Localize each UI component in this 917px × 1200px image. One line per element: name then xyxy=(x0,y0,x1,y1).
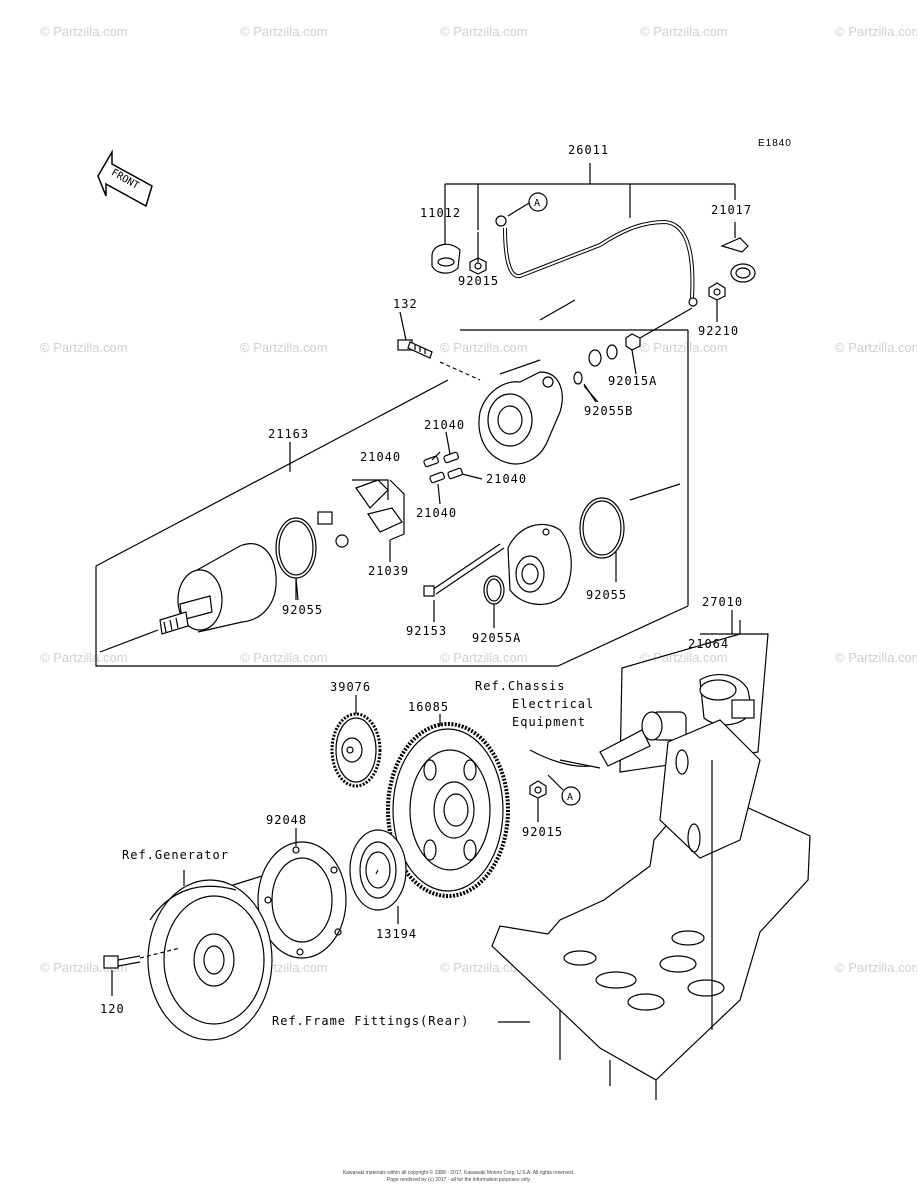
starter-rear-cover xyxy=(478,299,576,465)
relay-group-outline xyxy=(619,620,769,773)
part-label-132[interactable]: 132 xyxy=(393,297,418,311)
part-label-92055-left[interactable]: 92055 xyxy=(282,603,324,617)
ref-chassis-line2: Electrical xyxy=(512,697,595,711)
bolt-132 xyxy=(397,339,481,381)
relay-unit xyxy=(529,711,687,769)
starter-gear-16085 xyxy=(386,714,510,898)
cap-11012 xyxy=(431,243,461,274)
cable-assembly-leaders xyxy=(444,163,736,232)
washer-stack xyxy=(573,307,693,385)
watermark: © Partzilla.com xyxy=(835,960,917,975)
svg-text:A: A xyxy=(567,792,573,803)
part-label-120[interactable]: 120 xyxy=(100,1002,125,1016)
watermark: © Partzilla.com xyxy=(835,650,917,665)
oring-92055-left xyxy=(275,517,317,600)
watermark: © Partzilla.com xyxy=(240,24,328,39)
part-label-21040-c[interactable]: 21040 xyxy=(486,472,528,486)
part-label-21064[interactable]: 21064 xyxy=(688,637,730,651)
part-label-26011[interactable]: 26011 xyxy=(568,143,610,157)
part-label-92055A[interactable]: 92055A xyxy=(472,631,522,645)
watermark: © Partzilla.com xyxy=(40,24,128,39)
ref-generator: Ref.Generator xyxy=(122,848,229,862)
nut-92015-bottom xyxy=(529,780,547,822)
part-label-92055B[interactable]: 92055B xyxy=(584,404,634,418)
part-label-92055-right[interactable]: 92055 xyxy=(586,588,628,602)
part-label-21163[interactable]: 21163 xyxy=(268,427,310,441)
brush-holder-21039 xyxy=(317,479,405,562)
part-label-92048[interactable]: 92048 xyxy=(266,813,308,827)
callout-a-top: A xyxy=(507,192,548,217)
ref-chassis-line1: Ref.Chassis xyxy=(475,679,566,693)
watermark: © Partzilla.com xyxy=(835,340,917,355)
part-label-92153[interactable]: 92153 xyxy=(406,624,448,638)
starter-motor-body xyxy=(99,543,277,653)
watermark: © Partzilla.com xyxy=(440,650,528,665)
relay-21064 xyxy=(699,673,755,726)
part-label-21040-a[interactable]: 21040 xyxy=(424,418,466,432)
starter-motor-group-outline xyxy=(95,329,689,667)
footer-note: Page rendered by (c) 2017 - all for the … xyxy=(386,1177,531,1183)
ref-frame-fittings: Ref.Frame Fittings(Rear) xyxy=(272,1014,470,1028)
watermark: © Partzilla.com xyxy=(640,650,728,665)
part-label-16085[interactable]: 16085 xyxy=(408,700,450,714)
watermark: © Partzilla.com xyxy=(640,24,728,39)
watermark: © Partzilla.com xyxy=(440,24,528,39)
part-label-92015-bottom[interactable]: 92015 xyxy=(522,825,564,839)
part-label-21039[interactable]: 21039 xyxy=(368,564,410,578)
watermark: © Partzilla.com xyxy=(40,650,128,665)
part-label-21017[interactable]: 21017 xyxy=(711,203,753,217)
svg-text:A: A xyxy=(534,198,540,209)
diagram-code: E1840 xyxy=(758,138,792,149)
watermark: © Partzilla.com xyxy=(440,340,528,355)
oring-92055-right xyxy=(579,483,681,582)
through-bolt-92153 xyxy=(423,543,505,622)
boot-21017 xyxy=(720,222,756,283)
watermark: © Partzilla.com xyxy=(640,340,728,355)
part-label-92210[interactable]: 92210 xyxy=(698,324,740,338)
nut-92210 xyxy=(708,282,726,322)
idle-gear-39076 xyxy=(330,695,382,788)
flywheel-generator xyxy=(147,870,273,1041)
part-label-21040-b[interactable]: 21040 xyxy=(360,450,402,464)
part-label-11012[interactable]: 11012 xyxy=(420,206,462,220)
ref-chassis-line3: Equipment xyxy=(512,715,587,729)
bolt-120 xyxy=(103,947,181,996)
oring-92055A xyxy=(483,575,505,628)
watermark: © Partzilla.com xyxy=(240,340,328,355)
part-label-92015-top[interactable]: 92015 xyxy=(458,274,500,288)
label-leaders xyxy=(295,232,733,875)
clutch-13194 xyxy=(349,829,407,924)
starter-cable xyxy=(495,215,698,307)
part-label-39076[interactable]: 39076 xyxy=(330,680,372,694)
watermark: © Partzilla.com xyxy=(40,340,128,355)
springs-21040 xyxy=(423,451,463,484)
watermark: © Partzilla.com xyxy=(835,24,917,39)
rear-frame-fitting xyxy=(491,719,811,1100)
plate-92048 xyxy=(229,828,347,959)
front-arrow-icon: FRONT xyxy=(97,149,153,208)
callout-a-bottom: A xyxy=(547,774,581,806)
part-label-27010[interactable]: 27010 xyxy=(702,595,744,609)
footer-copyright: Kawasaki materials within all copyright … xyxy=(342,1170,575,1176)
part-label-13194[interactable]: 13194 xyxy=(376,927,418,941)
watermark: © Partzilla.com xyxy=(240,650,328,665)
watermark: © Partzilla.com xyxy=(440,960,528,975)
starter-front-cover xyxy=(507,523,572,606)
part-label-21040-d[interactable]: 21040 xyxy=(416,506,458,520)
part-label-92015A[interactable]: 92015A xyxy=(608,374,658,388)
